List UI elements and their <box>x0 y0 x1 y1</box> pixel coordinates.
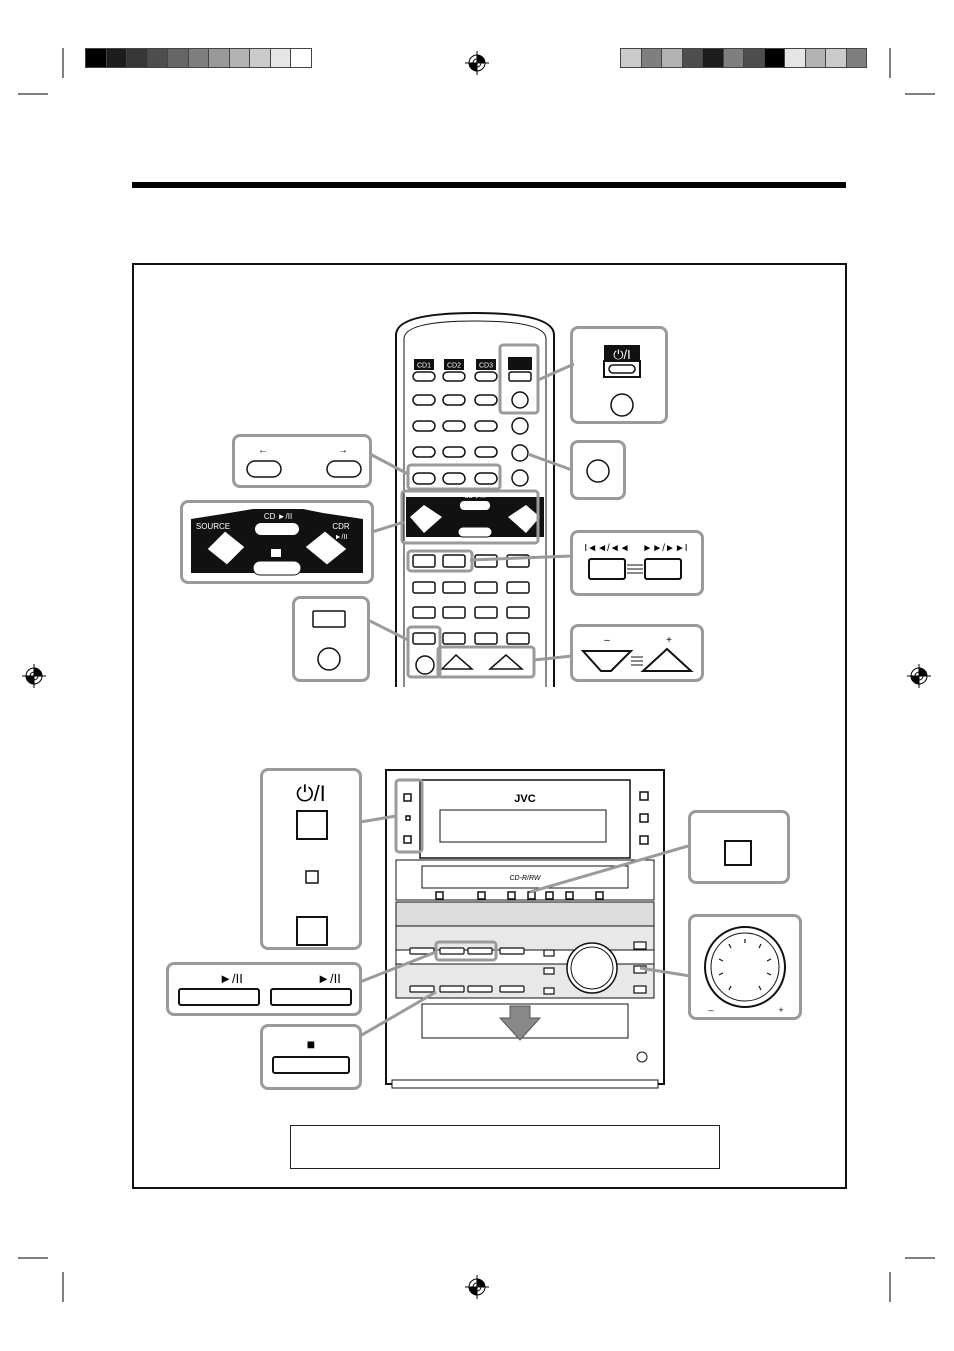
standby-indicator <box>305 870 319 884</box>
play-pause-icon: ►/II <box>317 971 341 986</box>
callout-remote-power: ⏻/I <box>570 326 668 424</box>
svg-text:CD ►/II: CD ►/II <box>464 494 486 500</box>
callout-remote-rect-circle <box>292 596 370 682</box>
callout-unit-play-pause: ►/II ►/II <box>166 962 362 1016</box>
cdr-play-button <box>304 530 348 566</box>
svg-text:CD3: CD3 <box>479 363 493 370</box>
source-label: SOURCE <box>196 522 230 531</box>
remote-power-detail: ⏻/I <box>603 345 641 417</box>
callout-remote-skip: I◄◄/◄◄ ►►/►►I <box>570 530 704 596</box>
cdr-label: CDR <box>332 522 350 531</box>
callout-remote-arrows: ← → <box>232 434 372 488</box>
plus-label: + <box>778 1005 783 1015</box>
callout-remote-round-button <box>570 440 626 500</box>
unit-power-button <box>296 810 328 840</box>
caption-box <box>290 1125 720 1169</box>
callout-remote-transport: SOURCE CD ►/II CDR ►/II <box>180 500 374 584</box>
skip-back-icon: I◄◄/◄◄ <box>584 543 629 554</box>
play-pause-button-1 <box>178 988 260 1006</box>
remote-control: CD1 CD2 CD3 CD ►/II <box>395 311 555 687</box>
stop-button <box>252 560 302 576</box>
color-bar-left <box>85 48 312 68</box>
callout-remote-volume: – + <box>570 624 704 682</box>
power-icon: ⏻/I <box>613 347 631 362</box>
jvc-logo: JVC <box>514 793 535 805</box>
cd-play-label: CD ►/II <box>264 512 292 521</box>
leader-line <box>538 362 575 382</box>
stop-icon <box>271 549 281 557</box>
callout-unit-stop: ■ <box>260 1024 362 1090</box>
skip-forward-icon: ►►/►►I <box>642 543 687 554</box>
callout-unit-power: ⏻/I <box>260 768 362 950</box>
main-unit: JVC CD-R/RW <box>385 769 665 1089</box>
open-arrow-icon <box>498 1005 542 1041</box>
stop-button <box>272 1056 350 1074</box>
right-arrow-icon: → <box>338 445 348 456</box>
plus-label: + <box>666 635 672 646</box>
color-swatch <box>290 48 312 68</box>
stop-icon: ■ <box>307 1036 315 1052</box>
cd-source-buttons: CD1 CD2 CD3 <box>414 357 532 370</box>
callout-unit-button <box>688 810 790 884</box>
left-arrow-icon: ← <box>258 445 268 456</box>
color-swatch <box>845 48 867 68</box>
play-pause-button-2 <box>270 988 352 1006</box>
figure-frame <box>132 263 847 1189</box>
cdr-logo: CD-R/RW <box>510 875 542 882</box>
cd-play-button <box>255 523 299 535</box>
play-pause-icon: ►/II <box>219 971 243 986</box>
heading-rule <box>132 182 846 188</box>
svg-text:CD2: CD2 <box>447 363 461 370</box>
minus-label: – <box>708 1005 713 1015</box>
callout-unit-volume-dial: – + <box>688 914 802 1020</box>
power-icon: ⏻/I <box>296 781 326 806</box>
volume-down-button <box>580 650 634 672</box>
svg-text:►/II: ►/II <box>335 534 348 541</box>
volume-up-button <box>640 647 694 672</box>
minus-label: – <box>604 635 610 646</box>
source-button <box>206 530 246 566</box>
svg-text:CD1: CD1 <box>417 363 431 370</box>
color-bar-right <box>620 48 867 68</box>
remote-transport-panel: CD ►/II <box>406 494 544 538</box>
